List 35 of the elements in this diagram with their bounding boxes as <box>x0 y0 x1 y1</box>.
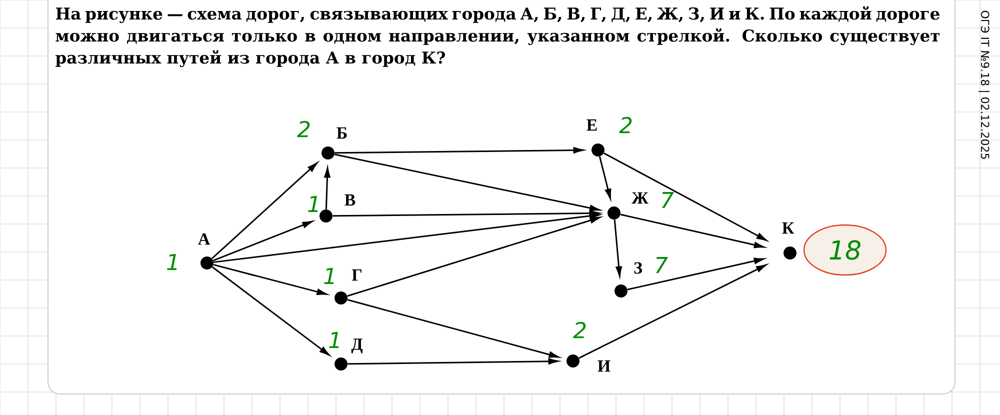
city-label: З <box>634 262 642 274</box>
city-label: Б <box>336 127 347 139</box>
path-count: 1 <box>167 254 177 270</box>
path-count: 1 <box>324 268 334 284</box>
vertical-caption: ОГЭ IT №9.18 | 02.12.2025 <box>978 10 990 159</box>
arrow <box>604 152 767 241</box>
arrow <box>214 212 600 263</box>
path-count: 2 <box>619 116 632 134</box>
answer-oval: 18 <box>803 224 887 276</box>
city-label: Д <box>351 338 363 354</box>
city-label: К <box>782 222 794 234</box>
arrow <box>212 220 313 262</box>
arrow <box>627 258 764 290</box>
city-label: Г <box>352 269 362 281</box>
city-label: Е <box>586 119 597 131</box>
arrow <box>620 214 764 248</box>
city-label: И <box>598 360 610 372</box>
city-label: А <box>198 233 210 245</box>
arrow <box>212 266 330 356</box>
arrow <box>211 162 318 260</box>
city-label: В <box>344 194 356 206</box>
path-count: 7 <box>656 256 668 274</box>
arrow <box>213 264 327 296</box>
arrow <box>347 299 560 358</box>
path-count: 2 <box>297 120 310 138</box>
arrow <box>578 264 766 359</box>
path-count: 1 <box>329 332 339 348</box>
question-text: На рисунке — схема дорог, связывающих города А, Б, В, Г, Д, Е, Ж, З, И и К. По каждой дороге можно двигаться только в одном направлении, указанном стрелкой. Сколько существует различных путей из города А в город К? <box>56 6 940 68</box>
arrow <box>334 154 600 212</box>
path-count: 7 <box>662 192 674 208</box>
city-label: Ж <box>632 192 648 204</box>
path-count: 2 <box>573 322 586 338</box>
arrow <box>614 220 622 277</box>
path-count: 1 <box>308 196 318 212</box>
arrow <box>347 216 600 297</box>
